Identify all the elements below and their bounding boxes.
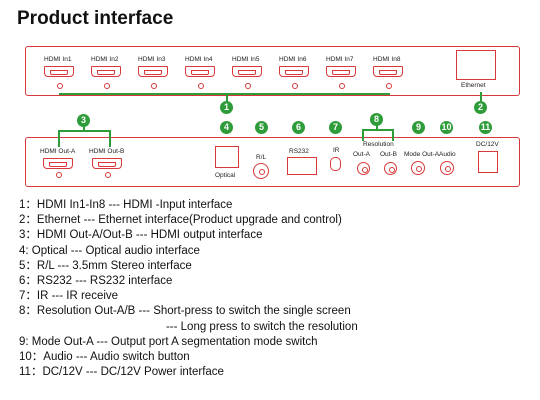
hdmi-in4-screw [198, 83, 204, 89]
hdmi-in4-port [185, 66, 215, 77]
audio-label: Audio [439, 151, 456, 158]
dc-port [478, 151, 498, 173]
hdmi-in3-label: HDMI In3 [138, 56, 166, 63]
hdmi-in3-screw [151, 83, 157, 89]
hdmi-in5-label: HDMI In5 [232, 56, 260, 63]
legend: 1：HDMI In1-In8 --- HDMI -Input interface… [19, 198, 358, 380]
callout-2-stem [480, 92, 482, 101]
ir-port [330, 157, 341, 171]
ethernet-label: Ethernet [461, 82, 486, 89]
hdmi-out-a-screw [56, 172, 62, 178]
callout-3-right [109, 130, 111, 147]
callout-8-bracket [362, 129, 393, 131]
callout-10: 10 [440, 121, 453, 134]
ir-label: IR [333, 147, 340, 154]
rs232-label: RS232 [289, 148, 309, 155]
out-a-label: Out-A [353, 151, 370, 158]
hdmi-in8-label: HDMI In8 [373, 56, 401, 63]
dc-label: DC/12V [476, 141, 499, 148]
bottom-panel [25, 137, 520, 187]
legend-item-3: 3：HDMI Out-A/Out-B --- HDMI output inter… [19, 229, 263, 242]
out-b-label: Out-B [380, 151, 397, 158]
hdmi-in2-port [91, 66, 121, 77]
hdmi-out-a-port [43, 158, 73, 169]
hdmi-in1-label: HDMI In1 [44, 56, 72, 63]
hdmi-in5-port [232, 66, 262, 77]
hdmi-in8-port [373, 66, 403, 77]
hdmi-in6-screw [292, 83, 298, 89]
rs232-port [287, 157, 317, 175]
hdmi-in7-port [326, 66, 356, 77]
mode-out-a-label: Mode Out-A [404, 151, 440, 158]
hdmi-out-b-label: HDMI Out-B [89, 148, 125, 155]
resolution-out-a-button [357, 162, 370, 175]
callout-7: 7 [329, 121, 342, 134]
legend-item-1: 1：HDMI In1-In8 --- HDMI -Input interface [19, 199, 233, 211]
legend-item-2: 2：Ethernet --- Ethernet interface(Produc… [19, 214, 342, 227]
callout-8-left [362, 129, 364, 141]
hdmi-in1-port [44, 66, 74, 77]
hdmi-out-b-port [92, 158, 122, 169]
legend-item-8: 8：Resolution Out-A/B --- Short-press to … [19, 305, 351, 318]
top-panel [25, 46, 520, 96]
callout-1-stem [226, 94, 228, 103]
hdmi-out-a-label: HDMI Out-A [40, 148, 76, 155]
legend-item-9: 9: Mode Out-A --- Output port A segmenta… [19, 335, 318, 348]
legend-item-4: 4: Optical --- Optical audio interface [19, 244, 200, 257]
callout-8-right [392, 129, 394, 141]
callout-5: 5 [255, 121, 268, 134]
rl-jack [253, 163, 269, 179]
callout-8-stem [376, 125, 378, 130]
callout-3: 3 [77, 114, 90, 127]
callout-3-left [58, 130, 60, 147]
callout-2: 2 [474, 101, 487, 114]
callout-8: 8 [370, 113, 383, 126]
optical-label: Optical [215, 172, 236, 179]
hdmi-in3-port [138, 66, 168, 77]
ethernet-port [456, 50, 496, 80]
legend-item-10: 10：Audio --- Audio switch button [19, 351, 190, 364]
legend-item-11: 11：DC/12V --- DC/12V Power interface [19, 366, 224, 379]
hdmi-out-b-screw [105, 172, 111, 178]
callout-6: 6 [292, 121, 305, 134]
callout-4: 4 [220, 121, 233, 134]
legend-item-7: 7：IR --- IR receive [19, 290, 119, 303]
callout-1-bracket [59, 93, 390, 95]
hdmi-in6-label: HDMI In6 [279, 56, 307, 63]
audio-button [440, 161, 454, 175]
page-title: Product interface [17, 8, 174, 29]
callout-9: 9 [412, 121, 425, 134]
resolution-out-b-button [384, 162, 397, 175]
hdmi-in5-screw [245, 83, 251, 89]
callout-3-stem [83, 126, 85, 131]
rl-label: R/L [256, 154, 267, 161]
legend-item-5: 5：R/L --- 3.5mm Stereo interface [19, 259, 192, 272]
hdmi-in2-screw [104, 83, 110, 89]
resolution-label: Resolution [363, 141, 394, 148]
hdmi-in1-screw [57, 83, 63, 89]
mode-out-a-button [411, 161, 425, 175]
callout-11: 11 [479, 121, 492, 134]
optical-port [215, 146, 239, 168]
legend-item-6: 6：RS232 --- RS232 interface [19, 275, 173, 288]
hdmi-in7-screw [339, 83, 345, 89]
hdmi-in8-screw [386, 83, 392, 89]
hdmi-in7-label: HDMI In7 [326, 56, 354, 63]
legend-item-8b: --- Long press to switch the resolution [19, 320, 358, 333]
callout-1: 1 [220, 101, 233, 114]
hdmi-in4-label: HDMI In4 [185, 56, 213, 63]
hdmi-in6-port [279, 66, 309, 77]
hdmi-in2-label: HDMI In2 [91, 56, 119, 63]
